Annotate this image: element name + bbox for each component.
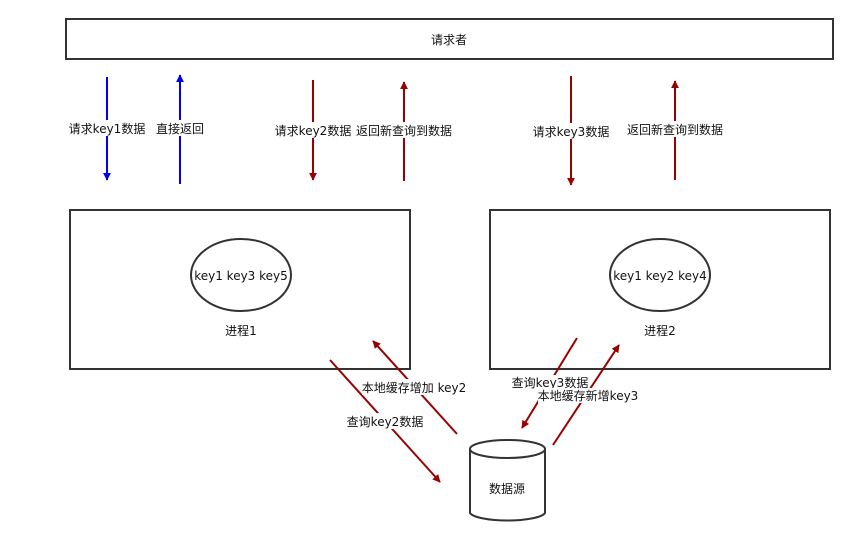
edge-label: 返回新查询到数据 <box>627 122 723 137</box>
process2-label: 进程2 <box>644 323 676 338</box>
edge-return-new-1: 返回新查询到数据 <box>355 81 453 181</box>
process1-node: key1 key3 key5 进程1 <box>69 209 411 370</box>
process2-cache-ellipse <box>609 238 711 312</box>
edge-req-key1: 请求key1数据 <box>66 77 148 181</box>
edge-label: 本地缓存增加 key2 <box>362 381 466 395</box>
process1-label: 进程1 <box>225 323 257 338</box>
requester-node: 请求者 <box>65 18 834 60</box>
datasource-node: 数据源 <box>469 439 546 522</box>
requester-box <box>65 18 834 60</box>
edge-query-key2: 查询key2数据 <box>329 359 441 483</box>
edge-return-direct: 直接返回 <box>154 74 206 184</box>
datasource-cylinder-body <box>469 449 546 522</box>
edge-label: 返回新查询到数据 <box>356 123 452 138</box>
edge-cache-add-key3: 本地缓存新增key3 <box>538 344 639 446</box>
edge-label: 查询key3数据 <box>512 375 589 390</box>
edge-return-new-2: 返回新查询到数据 <box>626 80 724 180</box>
edge-label: 请求key1数据 <box>69 121 146 136</box>
process1-cache-label: key1 key3 key5 <box>194 269 288 283</box>
process2-cache-label: key1 key2 key4 <box>613 269 707 283</box>
datasource-label: 数据源 <box>489 481 525 496</box>
edge-label: 查询key2数据 <box>347 414 424 429</box>
edge-label: 本地缓存新增key3 <box>538 388 639 403</box>
edge-req-key2: 请求key2数据 <box>273 80 355 181</box>
edge-label: 直接返回 <box>156 121 204 136</box>
edge-req-key3: 请求key3数据 <box>530 76 612 186</box>
edge-cache-add-key2: 本地缓存增加 key2 <box>362 340 466 435</box>
edge-label: 请求key2数据 <box>275 123 352 138</box>
requester-label: 请求者 <box>431 33 467 47</box>
process1-cache-ellipse <box>190 238 292 312</box>
edge-label: 请求key3数据 <box>533 124 610 139</box>
process2-node: key1 key2 key4 进程2 <box>489 209 831 370</box>
datasource-cylinder-top <box>469 439 546 459</box>
edge-query-key3: 查询key3数据 <box>512 337 589 429</box>
